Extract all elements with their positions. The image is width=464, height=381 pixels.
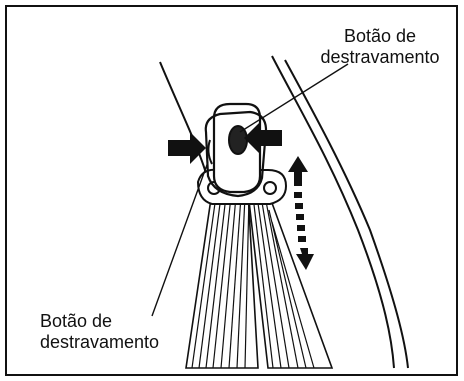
callout-top-line1: Botão de bbox=[343, 26, 417, 46]
callout-release-button-top: Botão de destravamento bbox=[300, 26, 460, 68]
leader-lines bbox=[151, 63, 349, 317]
figure-border bbox=[5, 5, 458, 376]
adjust-double-arrow-icon bbox=[288, 156, 314, 270]
callout-bottom-line1: Botão de bbox=[40, 311, 113, 331]
callout-release-button-bottom: Botão de destravamento bbox=[40, 311, 200, 353]
belt-webbing bbox=[185, 191, 334, 369]
callout-bottom-line2: destravamento bbox=[40, 332, 160, 352]
callout-top-line2: destravamento bbox=[320, 47, 440, 67]
press-arrow-right-icon bbox=[244, 122, 282, 154]
release-button-left bbox=[207, 139, 213, 165]
release-button-right bbox=[228, 125, 248, 155]
press-arrow-left-icon bbox=[168, 132, 206, 164]
